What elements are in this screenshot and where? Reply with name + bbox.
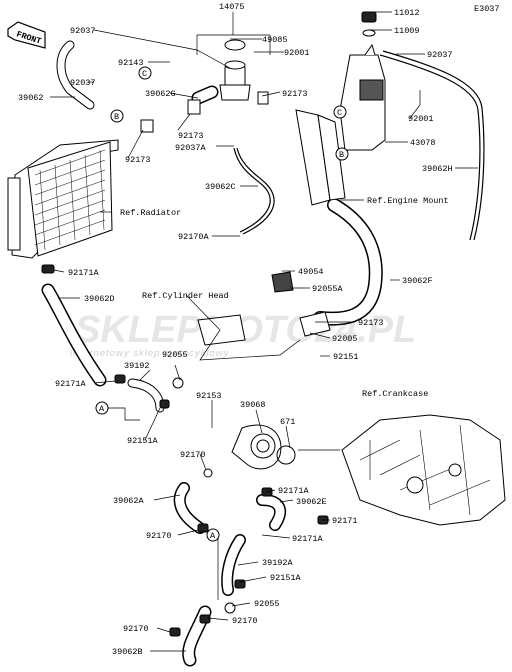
ref-crankcase: Ref.Crankcase [362,389,428,399]
part-label: 92001 [284,48,310,58]
part-label: 92170 [180,450,206,460]
part-label: 39062G [145,89,176,99]
part-label: 39062C [205,182,236,192]
leader-lines [50,11,478,652]
engine-mount-bracket [295,109,346,206]
part-label: 92171A [55,379,87,389]
ref-engine-mount: Ref.Engine Mount [367,196,449,206]
part-label: 49054 [298,267,324,277]
diagram-code: E3037 [474,4,500,14]
part-label: 39062D [84,294,115,304]
part-labels: 14075 49085 92001 92143 92037 92037 3906… [18,2,453,657]
part-label: 39062H [422,164,453,174]
part-label: 92171A [68,268,100,278]
part-label: 39062 [18,93,44,103]
part-label: 11009 [394,26,420,36]
callout-letters: B C C B A A [95,66,349,542]
part-label: 92001 [408,114,434,124]
part-label: 92055 [162,350,188,360]
part-label: 92170A [178,232,210,242]
part-label: 671 [280,417,295,427]
crankcase [341,414,506,526]
part-label: 39062F [402,276,433,286]
part-label: 49085 [262,35,288,45]
part-label: 92055A [312,284,344,294]
hose-clamps [41,264,329,637]
part-label: 92005 [332,334,358,344]
part-label: 92055 [254,599,280,609]
part-label: 92171A [278,486,310,496]
part-label: 92151A [127,436,159,446]
part-label: 92173 [358,318,384,328]
part-label: 92173 [178,131,204,141]
part-label: 39192A [262,558,294,568]
radiator [7,139,119,259]
cylinder-head-fitting [197,271,331,346]
ref-radiator: Ref.Radiator [120,208,181,218]
part-label: 92143 [118,58,144,68]
part-label: 92173 [125,155,151,165]
callout-b-2: B [339,150,344,160]
part-label: 92171 [332,516,358,526]
part-label: 92037 [70,78,96,88]
part-label: 92037 [70,26,96,36]
part-label: 92037 [427,50,453,60]
callout-b-1: B [114,112,119,122]
part-label: 39062E [296,497,327,507]
part-label: 92151A [270,573,302,583]
part-label: 92170 [146,531,172,541]
part-label: 92037A [175,143,207,153]
part-label: 39062A [113,496,145,506]
water-pump [231,424,296,470]
part-label: 92151 [333,352,359,362]
reference-labels: Ref.Radiator Ref.Engine Mount Ref.Cylind… [120,196,449,399]
part-label: 92170 [232,616,258,626]
part-label: 39068 [240,400,266,410]
ref-cylinder-head: Ref.Cylinder Head [142,291,229,301]
thermostat-housing [140,39,269,133]
part-label: 92170 [123,624,149,634]
reservoir-tank [339,11,386,151]
part-label: 43078 [410,138,436,148]
callout-a-1: A [99,404,105,414]
part-label: 92173 [282,89,308,99]
callout-c-2: C [337,108,342,118]
part-label: 92171A [292,534,324,544]
callout-a-2: A [210,531,216,541]
part-label: 14075 [219,2,245,12]
front-arrow-icon: FRONT [7,21,46,49]
watermark-tagline: internetowy sklep motocyklowy [70,348,230,359]
part-label: 39062B [112,647,143,657]
part-label: 11012 [394,8,420,18]
callout-c-1: C [142,69,147,79]
part-label: 92153 [196,391,222,401]
part-label: 39192 [124,361,150,371]
